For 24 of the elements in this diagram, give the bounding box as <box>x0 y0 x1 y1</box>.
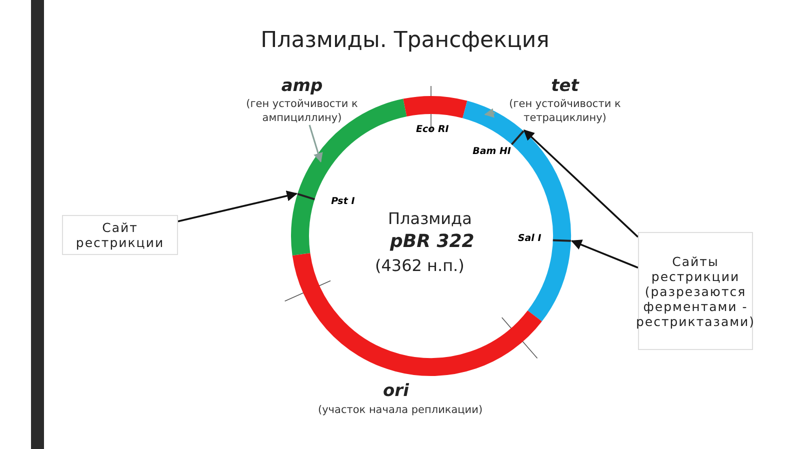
gene-description: (ген устойчивости к ампициллину) <box>245 97 359 125</box>
site-tick <box>510 130 524 146</box>
plasmid-name: pBR 322 <box>390 231 474 252</box>
region-description: (участок начала репликации) <box>318 404 483 416</box>
gene-description: (ген устойчивости к тетрациклину) <box>508 97 622 125</box>
arrow <box>570 240 638 269</box>
arrow <box>523 130 639 238</box>
plasmid-size: (4362 н.п.) <box>375 256 464 275</box>
site-tick <box>552 239 571 242</box>
arrow <box>178 190 298 222</box>
site-tick <box>297 192 315 200</box>
site-label: Bam HI <box>472 146 511 157</box>
plasmid-name: Плазмида <box>388 209 472 228</box>
callout-box: Сайт рестрикции <box>62 215 178 255</box>
region-name: ori <box>383 381 409 401</box>
title: Плазмиды. Трансфекция <box>260 28 550 53</box>
site-label: Eco RI <box>416 124 449 135</box>
pointer-arrow <box>308 124 323 163</box>
gene-name: tet <box>550 76 580 96</box>
site-label: Sal I <box>518 232 542 244</box>
gene-name: amp <box>280 76 324 96</box>
pointer-arrow <box>484 108 496 118</box>
site-label: Pst I <box>331 196 355 207</box>
callout-box: Сайты рестрикции (разрезаются ферментами - рестриктазами) <box>638 232 753 350</box>
